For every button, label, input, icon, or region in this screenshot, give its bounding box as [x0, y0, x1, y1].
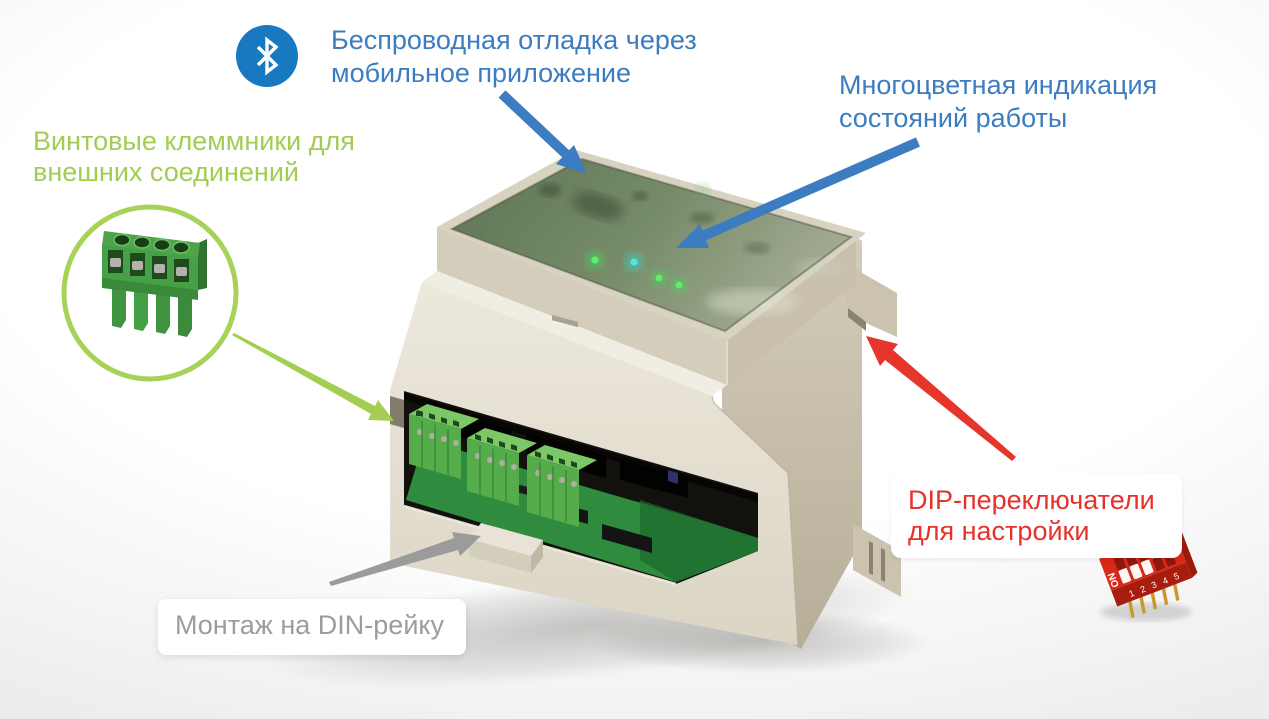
- callout-wireless-line1: Беспроводная отладка через: [331, 25, 697, 55]
- callout-wireless: Беспроводная отладка через мобильное при…: [331, 24, 697, 90]
- cavity: [390, 391, 758, 586]
- dip-switch-number: 1: [1127, 588, 1135, 599]
- led: [591, 256, 599, 264]
- dip-switch-numbers: 1 2 3 4 5: [1127, 571, 1180, 599]
- led: [630, 258, 638, 266]
- arrow-din: [329, 532, 481, 586]
- dip-switch-on-label: ON: [1106, 571, 1122, 589]
- callout-arrows: [232, 90, 1016, 586]
- callout-dip-line1: DIP-переключатели: [908, 485, 1155, 515]
- din-callout-card: [158, 599, 466, 655]
- arrow-dip: [866, 336, 1016, 461]
- dip-slider: [1118, 568, 1132, 584]
- callout-terminals-line1: Винтовые клеммники для: [33, 126, 355, 156]
- top-box-left-face: [437, 227, 727, 385]
- vent-slot: [552, 315, 578, 328]
- dip-switch-number: 3: [1150, 579, 1158, 590]
- terminal-block: [409, 404, 479, 479]
- led-glow: [696, 183, 710, 197]
- dip-switch-front: [1111, 562, 1193, 607]
- status-leds: [586, 183, 710, 293]
- middle-box-top-face: [422, 271, 727, 396]
- callout-dip-line2: для настройки: [908, 516, 1090, 546]
- lid-glass: [449, 157, 854, 333]
- dip-callout-card: [891, 473, 1182, 558]
- dip-switch-pins: [1128, 582, 1180, 619]
- led: [655, 274, 663, 282]
- ic-chip: [668, 470, 678, 484]
- terminal-connector: [102, 231, 207, 337]
- arrow-indication: [676, 137, 921, 248]
- arrow-bluetooth: [498, 90, 587, 174]
- dip-switch-number: 4: [1161, 575, 1169, 586]
- dip-slider: [1129, 563, 1143, 580]
- cavity-left-notch: [390, 396, 404, 428]
- din-enclosure: [390, 150, 901, 649]
- din-flange-top: [845, 263, 897, 337]
- terminal-blocks: [409, 404, 597, 527]
- callout-din-line1: Монтаж на DIN-рейку: [175, 610, 445, 640]
- led: [675, 281, 683, 289]
- callout-indication-line1: Многоцветная индикация: [839, 70, 1158, 100]
- terminal-block: [527, 445, 597, 527]
- dip-slider: [1140, 559, 1154, 575]
- callout-wireless-line2: мобильное приложение: [331, 58, 631, 88]
- callout-terminals-line2: внешних соединений: [33, 157, 300, 187]
- callout-din: Монтаж на DIN-рейку: [175, 609, 444, 642]
- callout-indication: Многоцветная индикация состояний работы: [839, 69, 1157, 135]
- callout-dip: DIP-переключатели для настройки: [908, 485, 1155, 547]
- dip-switch-number: 2: [1139, 584, 1147, 595]
- dip-switch-shadow: [1100, 603, 1192, 621]
- bluetooth-glyph: [256, 36, 279, 76]
- din-clip-tab: [469, 523, 543, 573]
- ic-chip: [602, 524, 652, 553]
- bluetooth-icon: [236, 25, 298, 87]
- dip-switch-number: 5: [1172, 571, 1180, 582]
- callout-terminals: Винтовые клеммники для внешних соединени…: [33, 126, 355, 188]
- callout-indication-line2: состояний работы: [839, 103, 1068, 133]
- arrow-terminals: [232, 333, 394, 421]
- terminal-block: [467, 428, 537, 506]
- terminal-connector-illustration: [61, 204, 239, 382]
- din-flange-bottom: [853, 524, 901, 597]
- screw-openings: [108, 250, 189, 282]
